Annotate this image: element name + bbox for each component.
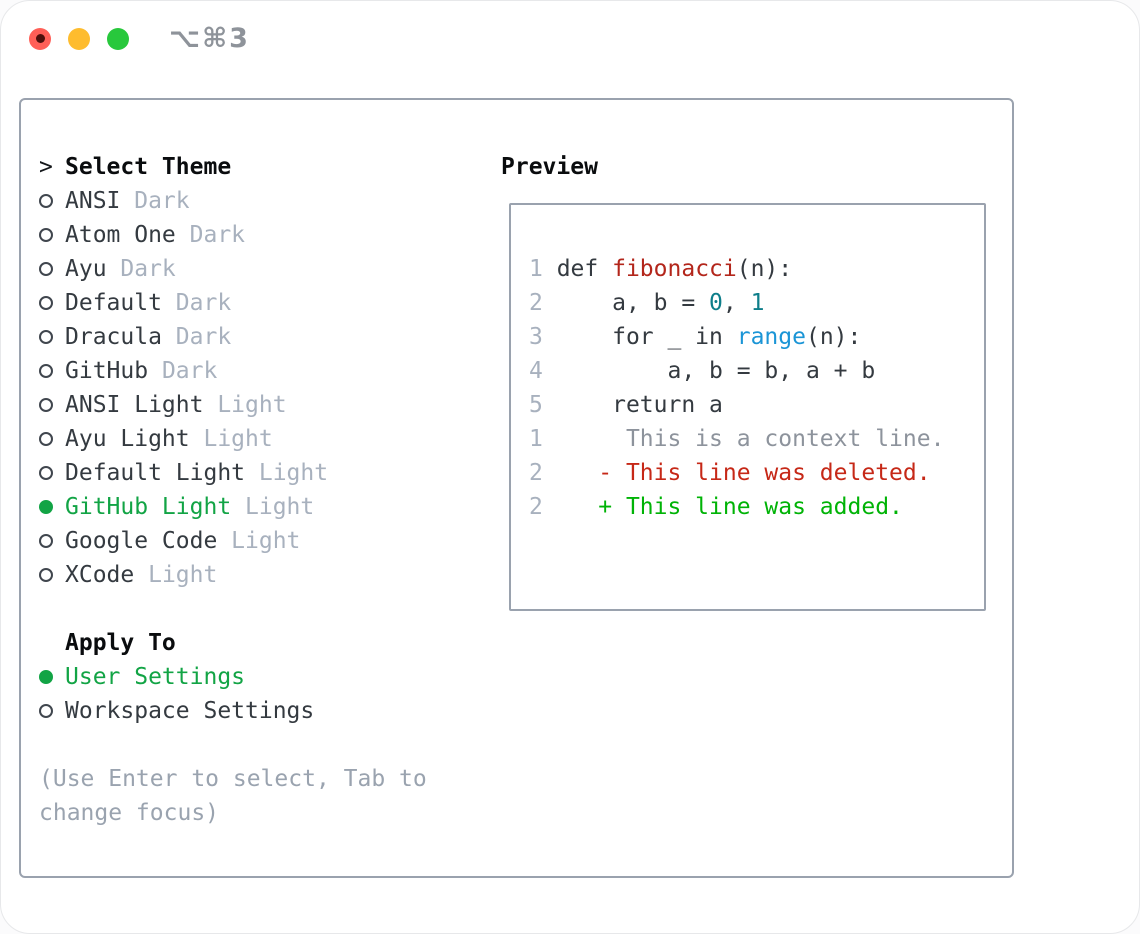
radio-selected-icon — [39, 500, 53, 514]
line-number: 2 — [529, 494, 543, 520]
theme-variant-tag: Light — [203, 426, 273, 452]
deleted-text: - This line was deleted. — [598, 460, 931, 486]
theme-variant-tag: Dark — [189, 222, 246, 248]
theme-option-ayu-light[interactable]: Ayu Light Light — [39, 422, 427, 456]
theme-option-ansi-dark[interactable]: ANSI Dark — [39, 184, 427, 218]
apply-option-label: Workspace Settings — [65, 698, 315, 724]
line-number: 1 — [529, 256, 543, 282]
code-line: 4 a, b = b, a + b — [529, 358, 876, 384]
line-number: 1 — [529, 426, 543, 452]
theme-name: ANSI Light — [65, 392, 204, 418]
line-number: 3 — [529, 324, 543, 350]
theme-name: Default Light — [65, 460, 246, 486]
theme-variant-tag: Dark — [175, 290, 232, 316]
theme-option-ayu-dark[interactable]: Ayu Dark — [39, 252, 427, 286]
window-title: ⌥⌘3 — [169, 23, 250, 54]
radio-icon — [39, 296, 53, 310]
theme-name: GitHub Light — [65, 494, 232, 520]
diff-context-line: 1 This is a context line. — [529, 422, 984, 456]
apply-to-title: Apply To — [65, 630, 176, 656]
radio-icon — [39, 704, 53, 718]
apply-option-label: User Settings — [65, 664, 246, 690]
line-number: 2 — [529, 460, 543, 486]
apply-option-workspace-settings[interactable]: Workspace Settings — [39, 694, 427, 728]
theme-variant-tag: Dark — [120, 256, 176, 282]
theme-name: ANSI — [65, 188, 121, 214]
theme-variant-tag: Light — [245, 494, 315, 520]
theme-name: Google Code — [65, 528, 218, 554]
radio-icon — [39, 194, 53, 208]
added-text: + This line was added. — [598, 494, 903, 520]
apply-option-user-settings[interactable]: User Settings — [39, 660, 427, 694]
theme-name: XCode — [65, 562, 135, 588]
apply-to-header: Apply To — [39, 626, 427, 660]
code-line: 1 def fibonacci(n): — [529, 256, 793, 282]
line-number: 2 — [529, 290, 543, 316]
diff-deleted-line: 2 - This line was deleted. — [529, 456, 984, 490]
close-button[interactable] — [29, 27, 51, 50]
help-text-line: (Use Enter to select, Tab to — [39, 766, 427, 792]
radio-selected-icon — [39, 670, 53, 684]
radio-icon — [39, 568, 53, 582]
preview-title: Preview — [501, 154, 598, 180]
number-literal-token: 1 — [750, 290, 765, 316]
radio-icon — [39, 398, 53, 412]
theme-name: Dracula — [65, 324, 162, 350]
line-number: 5 — [529, 392, 543, 418]
theme-selector-panel: > Select Theme ANSI Dark Atom One Dark A… — [19, 98, 1014, 878]
function-name-token: fibonacci — [612, 256, 737, 282]
radio-icon — [39, 466, 53, 480]
diff-added-line: 2 + This line was added. — [529, 490, 984, 524]
spacer — [39, 592, 427, 626]
spacer — [39, 728, 427, 762]
radio-icon — [39, 432, 53, 446]
code-line: 3 for _ in range(n): — [529, 324, 862, 350]
radio-icon — [39, 330, 53, 344]
theme-option-xcode-light[interactable]: XCode Light — [39, 558, 427, 592]
code-line: 2 a, b = 0, 1 — [529, 290, 765, 316]
number-literal-token: 0 — [709, 290, 723, 316]
theme-variant-tag: Light — [148, 562, 218, 588]
radio-icon — [39, 534, 53, 548]
theme-option-github-dark[interactable]: GitHub Dark — [39, 354, 427, 388]
theme-option-default-light[interactable]: Default Light Light — [39, 456, 427, 490]
theme-variant-tag: Dark — [161, 358, 218, 384]
theme-option-ansi-light[interactable]: ANSI Light Light — [39, 388, 427, 422]
focus-caret-icon: > — [39, 154, 53, 180]
theme-name: Ayu — [65, 256, 107, 282]
radio-icon — [39, 262, 53, 276]
theme-name: Ayu Light — [65, 426, 190, 452]
zoom-button[interactable] — [107, 27, 129, 50]
theme-variant-tag: Dark — [134, 188, 190, 214]
select-theme-title: Select Theme — [65, 154, 232, 180]
minimize-button[interactable] — [68, 27, 90, 50]
theme-option-default-dark[interactable]: Default Dark — [39, 286, 427, 320]
theme-option-github-light[interactable]: GitHub Light Light — [39, 490, 427, 524]
radio-icon — [39, 364, 53, 378]
theme-variant-tag: Dark — [175, 324, 232, 350]
theme-option-google-code-light[interactable]: Google Code Light — [39, 524, 427, 558]
window-titlebar: ⌥⌘3 — [1, 1, 1139, 76]
code-line: 5 return a — [529, 392, 723, 418]
theme-option-atom-one-dark[interactable]: Atom One Dark — [39, 218, 427, 252]
builtin-call-token: range — [736, 324, 806, 350]
theme-list-column: > Select Theme ANSI Dark Atom One Dark A… — [21, 100, 427, 830]
theme-variant-tag: Light — [231, 528, 301, 554]
line-number: 4 — [529, 358, 543, 384]
theme-name: Default — [65, 290, 162, 316]
radio-icon — [39, 228, 53, 242]
theme-variant-tag: Light — [258, 460, 329, 486]
help-text-line: change focus) — [39, 800, 220, 826]
theme-variant-tag: Light — [217, 392, 287, 418]
preview-box: 1 def fibonacci(n): 2 a, b = 0, 1 3 for … — [509, 203, 986, 611]
theme-name: Atom One — [65, 222, 176, 248]
context-text: This is a context line. — [542, 426, 945, 452]
theme-option-dracula-dark[interactable]: Dracula Dark — [39, 320, 427, 354]
select-theme-header: > Select Theme — [39, 150, 427, 184]
theme-name: GitHub — [65, 358, 149, 384]
